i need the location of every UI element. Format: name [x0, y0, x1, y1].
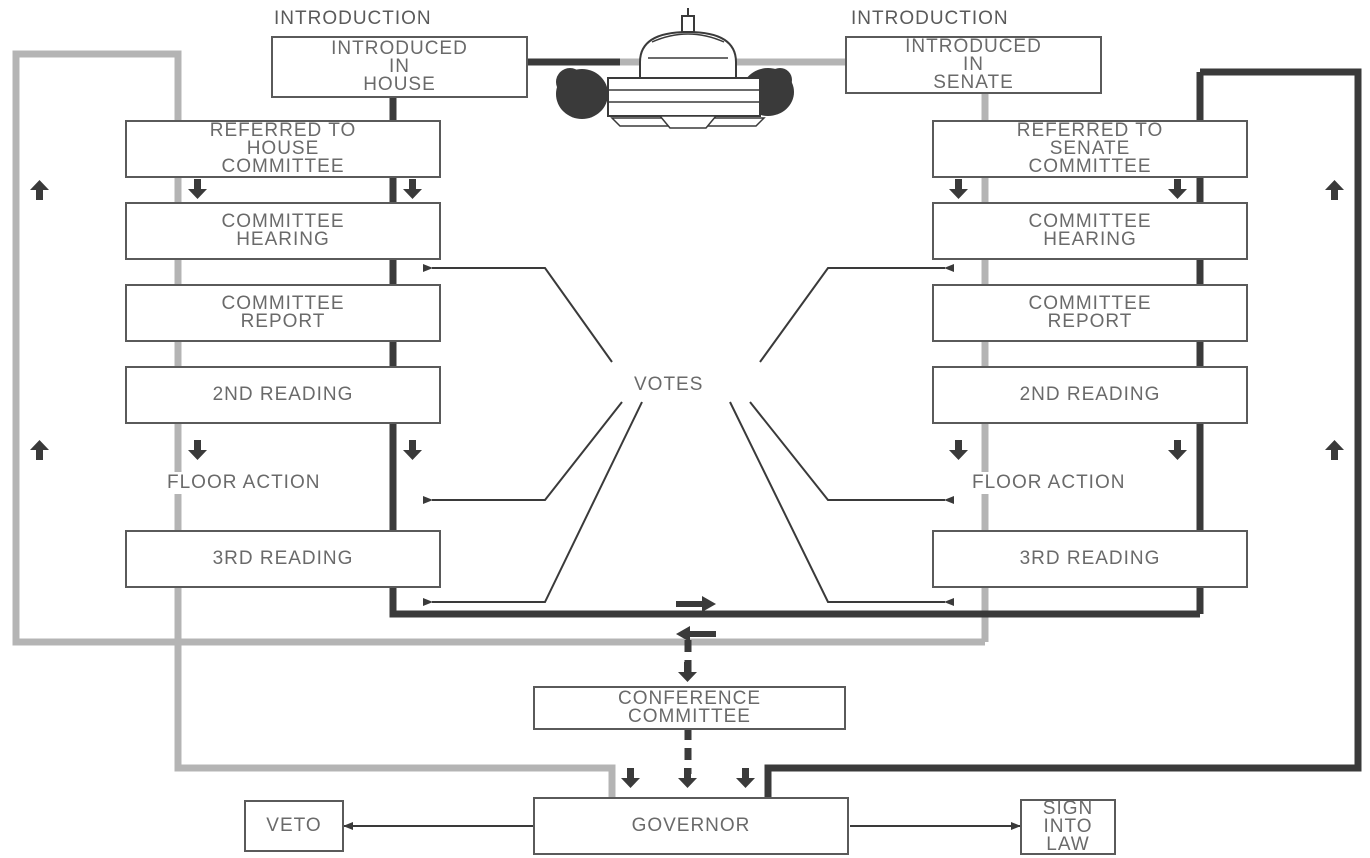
down-arrow — [621, 768, 640, 788]
down-arrow — [403, 440, 422, 460]
house-committee-report-box: COMMITTEE REPORT — [125, 284, 441, 342]
introduced-in-house-box: INTRODUCED IN HOUSE — [271, 36, 528, 98]
senate-introduction-label: INTRODUCTION — [851, 8, 1009, 29]
senate-committee-hearing-box: COMMITTEE HEARING — [932, 202, 1248, 260]
up-arrow — [1325, 180, 1344, 200]
right-arrow — [676, 596, 716, 612]
down-arrow — [678, 662, 697, 682]
senate-2nd-reading-box: 2ND READING — [932, 366, 1248, 424]
senate-floor-action-label: FLOOR ACTION — [968, 472, 1130, 494]
capitol-building-icon — [556, 8, 794, 129]
veto-box: VETO — [244, 800, 344, 852]
down-arrow — [736, 768, 755, 788]
house-committee-hearing-box: COMMITTEE HEARING — [125, 202, 441, 260]
down-arrow — [949, 440, 968, 460]
down-arrow — [678, 768, 697, 788]
down-arrow — [188, 440, 207, 460]
votes-connector-lines — [423, 264, 954, 606]
down-arrow — [403, 179, 422, 199]
flow-arrows — [30, 179, 1344, 788]
up-arrow — [30, 440, 49, 460]
house-3rd-reading-box: 3RD READING — [125, 530, 441, 588]
up-arrow — [30, 180, 49, 200]
senate-committee-report-box: COMMITTEE REPORT — [932, 284, 1248, 342]
house-introduction-label: INTRODUCTION — [274, 8, 432, 29]
senate-3rd-reading-box: 3RD READING — [932, 530, 1248, 588]
house-floor-action-label: FLOOR ACTION — [163, 472, 325, 494]
left-arrow — [676, 626, 716, 642]
referred-to-senate-committee-box: REFERRED TO SENATE COMMITTEE — [932, 120, 1248, 178]
conference-committee-box: CONFERENCE COMMITTEE — [533, 686, 846, 730]
up-arrow — [1325, 440, 1344, 460]
down-arrow — [949, 179, 968, 199]
house-2nd-reading-box: 2ND READING — [125, 366, 441, 424]
governor-box: GOVERNOR — [533, 797, 849, 855]
down-arrow — [1168, 179, 1187, 199]
votes-label: VOTES — [630, 374, 708, 396]
referred-to-house-committee-box: REFERRED TO HOUSE COMMITTEE — [125, 120, 441, 178]
down-arrow — [188, 179, 207, 199]
introduced-in-senate-box: INTRODUCED IN SENATE — [845, 36, 1102, 94]
sign-into-law-box: SIGN INTO LAW — [1020, 799, 1116, 855]
down-arrow — [1168, 440, 1187, 460]
